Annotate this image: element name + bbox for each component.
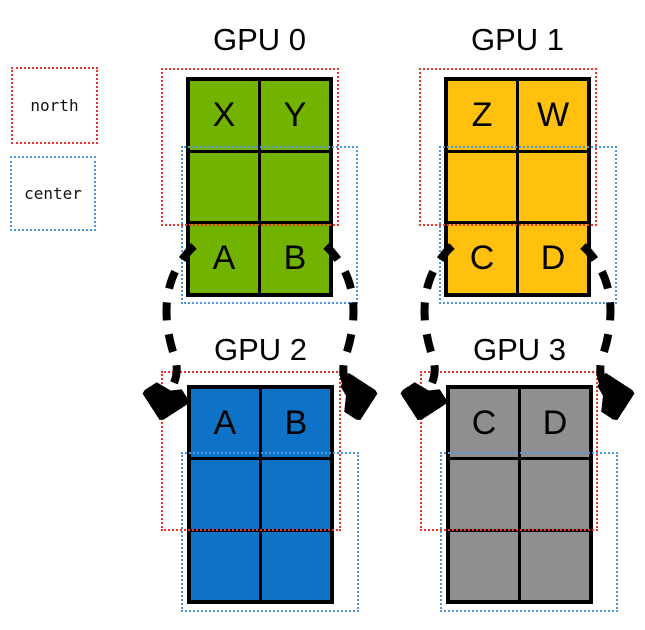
legend-north-label: north: [30, 96, 79, 115]
gpu2-grid: A B: [187, 385, 334, 604]
gpu0-cell-r1c0: [190, 152, 258, 222]
gpu1-cell-r1c1: [519, 152, 587, 222]
gpu0-grid: X Y A B: [186, 77, 333, 297]
legend-center-box: center: [10, 156, 96, 231]
gpu3-center-region-outline: [440, 452, 618, 612]
gpu3-cell-r1c0: [450, 460, 518, 529]
gpu2-title: GPU 2: [213, 332, 308, 367]
gpu2-center-region-outline: [181, 452, 359, 612]
gpu1-cell-r1c0: [448, 152, 516, 222]
gpu1-center-region-outline: [439, 146, 617, 304]
gpu2-cell-r0c1: B: [262, 389, 330, 458]
gpu3-cell-r2c0: [450, 531, 518, 600]
legend-center-label: center: [24, 184, 82, 203]
gpu3-cell-r0c1: D: [521, 389, 589, 458]
gpu1-title: GPU 1: [470, 22, 565, 57]
gpu0-title: GPU 0: [212, 22, 307, 57]
gpu1-cell-r0c1: W: [519, 81, 587, 150]
gpu0-cell-r0c1: Y: [261, 81, 329, 150]
gpu0-cell-r0c0: X: [190, 81, 258, 150]
gpu0-cell-r1c1: [261, 152, 329, 222]
gpu3-grid: C D: [446, 385, 593, 604]
gpu3-cell-r1c1: [521, 460, 589, 529]
gpu2-cell-r2c1: [262, 531, 330, 600]
gpu1-cell-r0c0: Z: [448, 81, 516, 150]
gpu3-north-region-outline: [420, 371, 598, 531]
gpu1-grid: Z W C D: [444, 77, 591, 297]
gpu3-cell-r0c0: C: [450, 389, 518, 458]
gpu3-title: GPU 3: [472, 332, 567, 367]
gpu2-cell-r1c1: [262, 460, 330, 529]
gpu2-cell-r0c0: A: [191, 389, 259, 458]
gpu0-center-region-outline: [181, 146, 358, 304]
gpu2-north-region-outline: [161, 371, 341, 531]
gpu1-cell-r2c0: C: [448, 224, 516, 293]
legend-north-box: north: [11, 67, 98, 144]
gpu0-cell-r2c1: B: [261, 224, 329, 293]
gpu2-cell-r1c0: [191, 460, 259, 529]
gpu0-cell-r2c0: A: [190, 224, 258, 293]
gpu1-cell-r2c1: D: [519, 224, 587, 293]
gpu2-cell-r2c0: [191, 531, 259, 600]
gpu3-cell-r2c1: [521, 531, 589, 600]
